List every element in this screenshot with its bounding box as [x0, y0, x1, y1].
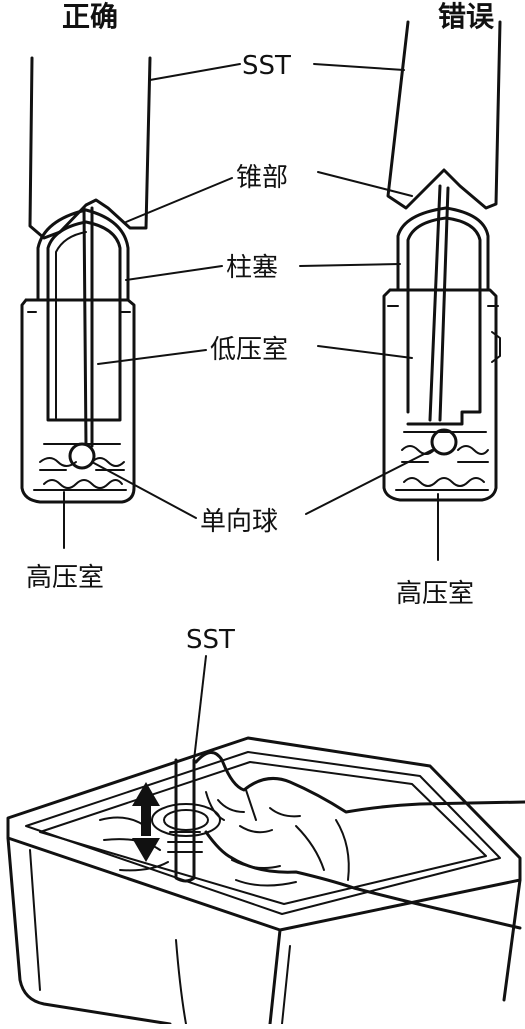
lifter-wrong: [382, 20, 502, 502]
plunger-label: 柱塞: [226, 253, 278, 283]
hand: [194, 751, 525, 930]
sst-leader-left: [149, 63, 241, 81]
low-chamber-leader-left: [97, 349, 207, 365]
tray-wall-left: [6, 836, 172, 1026]
cone-leader-right: [317, 171, 413, 197]
sst-leader-bottom: [193, 655, 207, 761]
high-chamber-label-right: 高压室: [396, 579, 474, 609]
pump-arrow-icon: [132, 782, 160, 862]
check-ball-right: [430, 428, 458, 456]
plunger-leader-left: [125, 265, 223, 281]
cone-label: 锥部: [236, 163, 288, 193]
check-ball-leader-left: [91, 461, 197, 519]
tray-edge: [268, 928, 282, 1026]
sst-label-bottom: SST: [186, 625, 235, 655]
tray-rim: [6, 736, 522, 932]
plunger-right: [406, 216, 482, 426]
plunger-housing-right: [396, 206, 490, 292]
tray-wall-right: [502, 878, 522, 1002]
plunger-housing-left: [36, 208, 130, 302]
correct-header: 正确: [62, 0, 118, 33]
sst-rod-bottom: [151, 758, 221, 883]
check-ball-leader-right: [305, 449, 433, 515]
sst-rod-right: [428, 184, 442, 422]
sst-rod-left: [82, 206, 88, 448]
sst-leader-right: [313, 63, 405, 71]
lifter-body-left: [20, 298, 136, 504]
check-ball-label: 单向球: [200, 507, 278, 537]
plunger-leader-right: [299, 263, 401, 267]
sst-label-top: SST: [242, 51, 291, 81]
lifter-correct: [20, 56, 152, 504]
lifter-body-right: [382, 288, 498, 502]
low-chamber-leader-right: [317, 345, 413, 359]
high-chamber-label-left: 高压室: [26, 563, 104, 593]
sst-tool-left: [28, 56, 152, 240]
cone-leader-left: [125, 177, 233, 223]
low-chamber-label: 低压室: [210, 335, 288, 365]
plunger-left: [46, 220, 122, 422]
sst-tool-right: [386, 20, 502, 210]
wrong-header: 错误: [438, 0, 495, 33]
